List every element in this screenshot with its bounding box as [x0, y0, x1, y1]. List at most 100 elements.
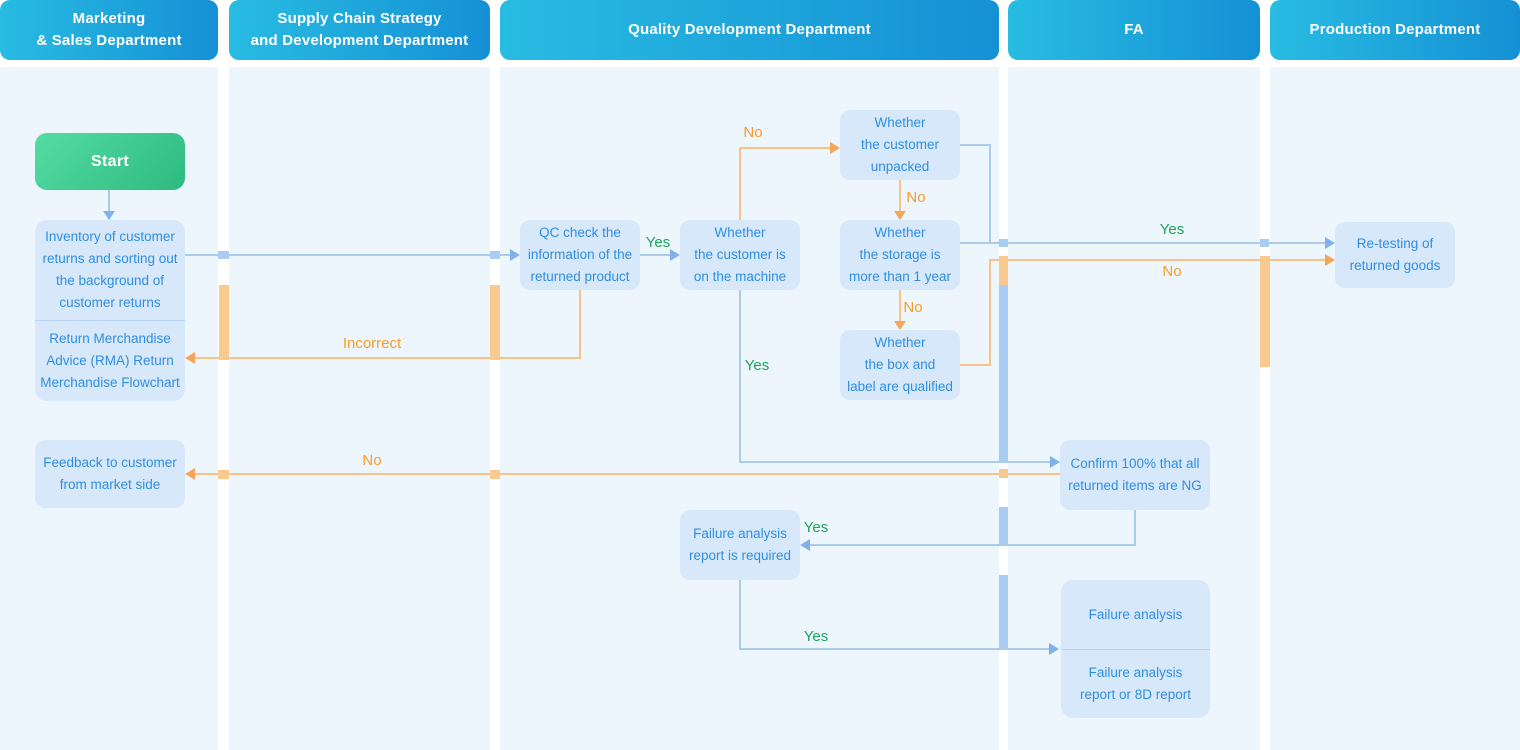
edge-label-no: No [1162, 263, 1182, 280]
lane-header-fa[interactable]: FA [1008, 0, 1260, 60]
arrowhead-right-icon [670, 249, 680, 261]
node-label: Start [91, 152, 129, 170]
connector-machine-unpacked-v [739, 148, 741, 220]
connector-machine-unpacked-h [739, 147, 832, 149]
node-storage[interactable]: Whether the storage is more than 1 year [840, 220, 960, 290]
lane-header-label: Supply Chain Strategy [277, 10, 442, 27]
gap-bridge [999, 575, 1008, 649]
edge-label-yes: Yes [645, 234, 671, 251]
node-fa-group[interactable]: Failure analysis Failure analysis report… [1061, 580, 1210, 718]
connector-fareq-fa-h [739, 648, 1051, 650]
lane-header-label: Quality Development Department [628, 21, 871, 38]
node-on-machine[interactable]: Whether the customer is on the machine [680, 220, 800, 290]
lane-header-label: & Sales Department [36, 32, 182, 49]
arrowhead-left-icon [800, 539, 810, 551]
node-fa-report[interactable]: Failure analysis report or 8D report [1061, 649, 1210, 718]
node-label: Re-testing of [1356, 236, 1434, 251]
node-unpacked[interactable]: Whether the customer unpacked [840, 110, 960, 180]
lane-header-marketing[interactable]: Marketing & Sales Department [0, 0, 218, 60]
edge-label-no: No [906, 189, 926, 206]
edge-label-yes: Yes [744, 357, 770, 374]
node-qc-check[interactable]: QC check the information of the returned… [520, 220, 640, 290]
lane-bg-quality [500, 67, 999, 750]
node-label: Advice (RMA) Return [46, 353, 174, 368]
connector-yes-retest [960, 242, 1327, 244]
node-label: Whether [874, 335, 926, 350]
arrowhead-right-icon [510, 249, 520, 261]
edge-label-no: No [362, 452, 382, 469]
arrowhead-right-icon [1049, 643, 1059, 655]
node-start[interactable]: Start [35, 133, 185, 190]
node-label: the customer [860, 137, 940, 152]
gap-bridge [999, 469, 1008, 478]
gap-bridge [218, 470, 229, 479]
connector-boxlabel-retest-v [989, 259, 991, 366]
connector-qc-rma-v [579, 290, 581, 359]
node-retest[interactable]: Re-testing of returned goods [1335, 222, 1455, 288]
edge-label-yes: Yes [1159, 221, 1185, 238]
connector-confirm-fareq-h [808, 544, 1136, 546]
node-feedback[interactable]: Feedback to customer from market side [35, 440, 185, 508]
lane-bg-production [1270, 67, 1520, 750]
node-label: Inventory of customer [45, 229, 175, 244]
gap-bridge [1260, 256, 1270, 367]
node-label: the box and [864, 357, 936, 372]
lane-header-supply[interactable]: Supply Chain Strategy and Development De… [229, 0, 490, 60]
node-label: Failure analysis [1088, 665, 1183, 680]
lane-header-quality[interactable]: Quality Development Department [500, 0, 999, 60]
connector-start-inventory [108, 190, 110, 214]
node-label: Failure analysis [1088, 606, 1183, 622]
connector-boxlabel-retest-h1 [960, 364, 991, 366]
node-label: returned items are NG [1068, 478, 1202, 493]
gap-bridge [490, 285, 500, 360]
arrowhead-down-icon [894, 211, 906, 220]
node-label: Confirm 100% that all [1070, 456, 1200, 471]
lane-header-production[interactable]: Production Department [1270, 0, 1520, 60]
gap-bridge [999, 239, 1008, 247]
gap-bridge [999, 507, 1008, 545]
connector-boxlabel-retest-h2 [989, 259, 1327, 261]
node-rma[interactable]: Return Merchandise Advice (RMA) Return M… [35, 320, 185, 401]
connector-machine-confirm-h [739, 461, 1052, 463]
connector-confirm-feedback [193, 473, 1060, 475]
node-label: report or 8D report [1079, 687, 1192, 702]
node-inventory[interactable]: Inventory of customer returns and sortin… [35, 220, 185, 320]
connector-fareq-fa-v [739, 580, 741, 650]
lane-header-label: Marketing [72, 10, 146, 27]
connector-confirm-fareq-v [1134, 510, 1136, 546]
edge-label-yes: Yes [803, 519, 829, 536]
gap-bridge [1260, 239, 1269, 247]
gap-bridge [490, 251, 500, 259]
lane-header-label: Production Department [1309, 21, 1481, 38]
connector-machine-confirm-v [739, 290, 741, 462]
node-label: returned product [530, 269, 630, 284]
node-confirm-ng[interactable]: Confirm 100% that all returned items are… [1060, 440, 1210, 510]
arrowhead-down-icon [894, 321, 906, 330]
node-inventory-rma-group[interactable]: Inventory of customer returns and sortin… [35, 220, 185, 401]
node-fa-required[interactable]: Failure analysis report is required [680, 510, 800, 580]
edge-label-yes: Yes [803, 628, 829, 645]
node-label: from market side [59, 477, 161, 492]
node-label: Return Merchandise [49, 331, 171, 346]
lane-bg-supply [229, 67, 490, 750]
node-label: more than 1 year [848, 269, 952, 284]
node-fa-analysis[interactable]: Failure analysis [1061, 580, 1210, 649]
connector-qc-machine [640, 254, 672, 256]
node-label: the background of [55, 273, 165, 288]
gap-bridge [219, 285, 229, 360]
node-label: customer returns [59, 295, 161, 310]
node-box-label[interactable]: Whether the box and label are qualified [840, 330, 960, 400]
arrowhead-right-icon [1050, 456, 1060, 468]
node-label: the customer is [694, 247, 786, 262]
arrowhead-right-icon [1325, 237, 1335, 249]
node-label: QC check the [539, 225, 621, 240]
arrowhead-right-icon [1325, 254, 1335, 266]
edge-label-no: No [903, 299, 923, 316]
node-label: unpacked [870, 159, 930, 174]
lane-header-label: and Development Department [250, 32, 469, 49]
node-label: Feedback to customer [43, 455, 177, 470]
lane-header-label: FA [1124, 21, 1144, 38]
node-label: on the machine [693, 269, 787, 284]
gap-bridge [218, 251, 229, 259]
